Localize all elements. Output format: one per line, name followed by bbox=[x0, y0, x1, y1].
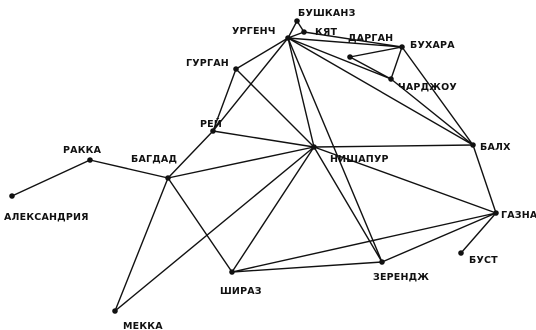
route-nishapur-zerendzh bbox=[313, 146, 383, 263]
route-shiraz-zerendzh bbox=[231, 261, 383, 273]
route-mecca-nishapur bbox=[114, 146, 315, 312]
city-label-bushkanz: БУШКАНЗ bbox=[298, 8, 356, 19]
city-node-rakka bbox=[87, 157, 93, 163]
route-alexandria-rakka bbox=[11, 159, 91, 197]
route-nishapur-balkh bbox=[313, 144, 474, 148]
route-zerendzh-ghazna bbox=[381, 212, 497, 263]
route-urgench-kyat bbox=[287, 31, 305, 39]
labels-layer: АЛЕКСАНДРИЯ РАККА БАГДАД МЕККА ШИРАЗ РЕЙ ГУРГА… bbox=[4, 8, 536, 330]
city-node-urgench bbox=[285, 35, 291, 41]
city-label-zerendzh: ЗЕРЕНДЖ bbox=[373, 272, 429, 283]
route-urgench-zerendzh bbox=[287, 37, 383, 263]
city-label-rakka: РАККА bbox=[63, 145, 102, 156]
city-label-kyat: КЯТ bbox=[315, 27, 337, 38]
city-node-rey bbox=[210, 128, 216, 134]
route-nishapur-shiraz bbox=[231, 146, 315, 273]
city-label-baghdad: БАГДАД bbox=[131, 154, 177, 165]
route-chardzhou-balkh bbox=[390, 78, 474, 146]
city-label-bukhara: БУХАРА bbox=[410, 40, 455, 51]
route-gurgan-nishapur bbox=[235, 68, 315, 148]
route-balkh-ghazna bbox=[472, 144, 497, 214]
route-urgench-chardzhou bbox=[287, 37, 392, 80]
city-label-alexandria: АЛЕКСАНДРИЯ bbox=[4, 212, 89, 223]
city-label-chardzhou: ЧАРДЖОУ bbox=[398, 82, 457, 93]
route-chardzhou-bukhara bbox=[390, 46, 403, 80]
route-baghdad-mecca bbox=[114, 177, 169, 312]
city-node-shiraz bbox=[229, 269, 235, 275]
route-bust-ghazna bbox=[460, 212, 497, 254]
route-baghdad-nishapur bbox=[167, 146, 315, 179]
route-dargan-bukhara bbox=[349, 46, 403, 58]
city-node-chardzhou bbox=[388, 76, 394, 82]
route-baghdad-rey bbox=[167, 130, 214, 179]
city-node-nishapur bbox=[311, 144, 317, 150]
city-node-alexandria bbox=[9, 193, 15, 199]
route-gurgan-urgench bbox=[235, 37, 289, 70]
city-label-mecca: МЕККА bbox=[123, 321, 163, 330]
route-rey-gurgan bbox=[212, 68, 237, 132]
route-rakka-baghdad bbox=[89, 159, 169, 179]
city-node-balkh bbox=[470, 142, 476, 148]
city-node-bukhara bbox=[399, 44, 405, 50]
city-node-mecca bbox=[112, 308, 118, 314]
route-rey-nishapur bbox=[212, 130, 315, 148]
city-node-zerendzh bbox=[379, 259, 385, 265]
city-node-gurgan bbox=[233, 66, 239, 72]
route-shiraz-ghazna bbox=[231, 212, 497, 273]
city-node-baghdad bbox=[165, 175, 171, 181]
city-label-shiraz: ШИРАЗ bbox=[220, 286, 262, 297]
route-nishapur-ghazna bbox=[313, 146, 497, 214]
city-node-bushkanz bbox=[294, 18, 300, 24]
city-label-rey: РЕЙ bbox=[200, 118, 222, 130]
route-urgench-bushkanz bbox=[287, 20, 298, 39]
city-label-gurgan: ГУРГАН bbox=[186, 58, 229, 69]
city-label-ghazna: ГАЗНА bbox=[501, 210, 536, 221]
city-node-ghazna bbox=[493, 210, 499, 216]
route-kyat-bukhara bbox=[303, 31, 403, 48]
route-bukhara-balkh bbox=[401, 46, 474, 146]
city-label-nishapur: НИШАПУР bbox=[330, 154, 389, 165]
route-rey-urgench bbox=[212, 37, 289, 132]
city-label-urgench: УРГЕНЧ bbox=[232, 26, 276, 37]
route-dargan-chardzhou bbox=[349, 56, 392, 80]
routes-layer bbox=[11, 20, 497, 312]
city-node-bust bbox=[458, 250, 464, 256]
city-node-dargan bbox=[347, 54, 353, 60]
route-baghdad-shiraz bbox=[167, 177, 233, 273]
cities-layer bbox=[9, 18, 499, 314]
route-urgench-balkh bbox=[287, 37, 474, 146]
route-urgench-bukhara bbox=[287, 37, 403, 48]
route-urgench-nishapur bbox=[287, 37, 315, 148]
city-node-kyat bbox=[301, 29, 307, 35]
city-label-dargan: ДАРГАН bbox=[348, 33, 393, 44]
city-label-balkh: БАЛХ bbox=[480, 142, 511, 153]
city-label-bust: БУСТ bbox=[469, 255, 498, 266]
